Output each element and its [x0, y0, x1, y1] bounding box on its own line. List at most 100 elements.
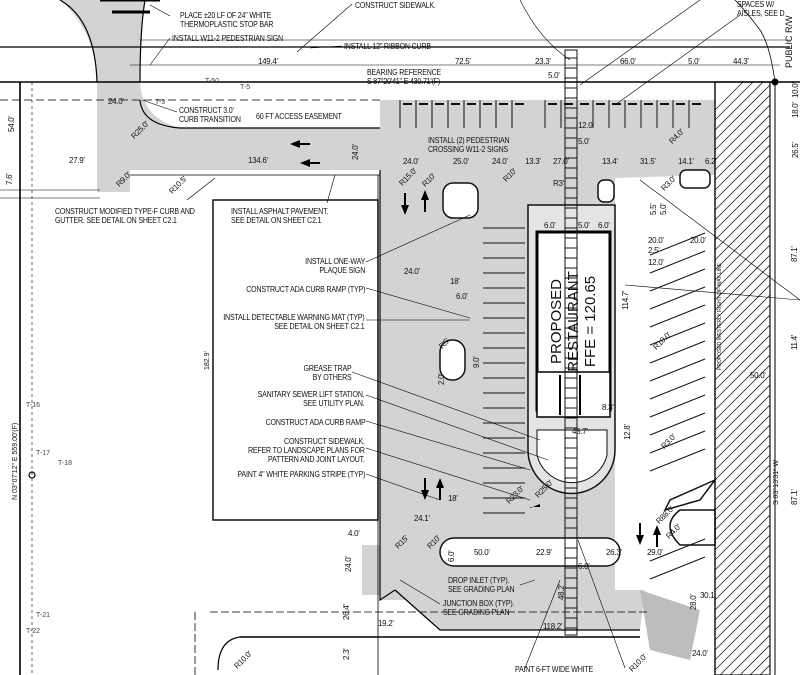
note-ada-spaces: SPACES W/AISLES, SEE D	[737, 0, 785, 18]
note-line: PAINT 6-FT WIDE WHITE	[515, 665, 594, 674]
note-line: CONSTRUCT SIDEWALK.	[284, 437, 365, 446]
note-line: CURB TRANSITION	[179, 115, 241, 124]
note-line: CROSSING W11-2 SIGNS	[428, 145, 509, 154]
dimension-label: 5.0'	[659, 203, 668, 215]
note-lift-station: SANITARY SEWER LIFT STATION.SEE UTILITY …	[258, 390, 365, 408]
dimension-label: 12.0'	[578, 121, 594, 130]
dimension-label: 28.0'	[689, 594, 698, 610]
note-line: THERMOPLASTIC STOP BAR	[180, 20, 274, 29]
note-line: INSTALL 12" RIBBON CURB	[344, 42, 431, 51]
dimension-label: 31.5'	[640, 157, 656, 166]
dimension-label: 10.0'	[791, 82, 800, 98]
dimension-label: 4.0'	[348, 529, 360, 538]
note-line: 60 FT ACCESS EASEMENT	[256, 112, 342, 121]
grid-marker: T-16	[26, 402, 41, 409]
note-ada-ramp-typ: CONSTRUCT ADA CURB RAMP (TYP)	[246, 285, 365, 294]
dimension-label: 9.0'	[472, 356, 481, 368]
note-line: INSTALL DETECTABLE WARNING MAT (TYP)	[223, 313, 365, 322]
note-sidewalk-landscape: CONSTRUCT SIDEWALK.REFER TO LANDSCAPE PL…	[248, 437, 365, 464]
dimension-label: 24.0'	[108, 97, 124, 106]
note-line: AISLES, SEE D	[737, 9, 785, 18]
note-line: S 87°20'41" E 430.71'(F)	[367, 77, 441, 86]
row-hatching	[714, 81, 771, 675]
note-drop-inlet: DROP INLET (TYP).SEE GRADING PLAN	[448, 576, 515, 594]
dimension-label: 24.0'	[692, 649, 708, 658]
dimension-label: 26.4'	[342, 604, 351, 620]
dimension-label: 22.9'	[536, 548, 552, 557]
dimension-label: 5.0'	[688, 57, 700, 66]
dimension-label: 8.3'	[602, 403, 614, 412]
note-line: SANITARY SEWER LIFT STATION.	[258, 390, 365, 399]
dimension-label: 44.3'	[733, 57, 749, 66]
dimension-label: 14.1'	[678, 157, 694, 166]
dimension-label: 12.8'	[623, 424, 632, 440]
note-curb-transition: CONSTRUCT 3.0'CURB TRANSITION	[179, 106, 241, 124]
dimension-label: 18.0'	[791, 102, 800, 118]
dimension-label: 27.9'	[69, 156, 85, 165]
dimension-label: 5.0'	[578, 221, 590, 230]
note-line: GUTTER. SEE DETAIL ON SHEET C2.1	[55, 216, 177, 225]
note-line: SEE UTILITY PLAN.	[303, 399, 366, 408]
dimension-label: 24.0'	[404, 267, 420, 276]
note-ada-ramp: CONSTRUCT ADA CURB RAMP	[265, 418, 365, 427]
dimension-label: 6.0'	[544, 221, 556, 230]
note-line: CONSTRUCT MODIFIED TYPE-F CURB AND	[55, 207, 195, 216]
traffic-arrows	[290, 140, 661, 547]
note-warning-mat: INSTALL DETECTABLE WARNING MAT (TYP)SEE …	[224, 313, 365, 331]
dimension-label: 87.1'	[790, 246, 799, 262]
grid-marker: T-5	[240, 84, 251, 91]
dimension-label: 118.2'	[543, 622, 563, 631]
note-line: INSTALL (2) PEDESTRIAN	[428, 136, 510, 145]
dimension-label: 24.1'	[414, 514, 430, 523]
note-line: DROP INLET (TYP).	[448, 576, 510, 585]
dimension-label: 134.6'	[248, 156, 268, 165]
note-paint-crosswalk: PAINT 6-FT WIDE WHITE	[515, 665, 593, 674]
note-parking-stripe: PAINT 4" WHITE PARKING STRIPE (TYP)	[237, 470, 365, 479]
dimension-label: 11.4'	[790, 334, 799, 350]
note-line: SPACES W/	[737, 0, 775, 9]
note-junction-box: JUNCTION BOX (TYP).SEE GRADING PLAN	[443, 599, 515, 617]
dimension-label: 45.7'	[572, 427, 588, 436]
dimension-label: 26.5'	[791, 142, 800, 158]
note-line: PAINT 4" WHITE PARKING STRIPE (TYP)	[237, 470, 365, 479]
dimension-label: 24.0'	[403, 157, 419, 166]
dimension-label: 54.0'	[7, 116, 16, 132]
dimension-label: 6.0'	[598, 221, 610, 230]
dimension-label: R3'	[553, 179, 564, 188]
note-line: CONSTRUCT SIDEWALK.	[355, 1, 436, 10]
dimension-label: 6.0'	[456, 292, 468, 301]
note-line: CONSTRUCT ADA CURB RAMP	[265, 418, 365, 427]
crosswalk	[564, 49, 578, 636]
dimension-label: 7.6'	[5, 173, 14, 185]
dimension-label: 72.5'	[455, 57, 471, 66]
dimension-label: 2.5'	[648, 246, 660, 255]
grid-marker: T-50	[205, 78, 220, 85]
dimension-label: 18'	[448, 494, 458, 503]
dimension-label: 2.0'	[437, 373, 446, 385]
note-line: PLAQUE SIGN	[319, 266, 365, 275]
dimension-label: 30.1'	[700, 591, 716, 600]
dimension-label: 50.0'	[750, 371, 766, 380]
dimension-label: 13.4'	[602, 157, 618, 166]
note-line: SEE GRADING PLAN	[443, 608, 510, 617]
building-ffe: FFE = 120.65	[582, 275, 599, 367]
note-line: PATTERN AND JOINT LAYOUT.	[268, 455, 365, 464]
note-line: BY OTHERS	[313, 373, 352, 382]
grid-marker: T-22	[26, 628, 41, 635]
dimension-label: 12.0'	[648, 258, 664, 267]
note-line: CONSTRUCT ADA CURB RAMP (TYP)	[245, 285, 365, 294]
dimension-label: 5.5'	[649, 203, 658, 215]
note-line: BEARING REFERENCE	[367, 68, 442, 77]
note-line: CONSTRUCT 3.0'	[179, 106, 234, 115]
dimension-label: 24.0'	[492, 157, 508, 166]
leader-lines	[141, 0, 800, 669]
row-line-label: PROPOSED WESTERLY RIGHT-OF-WAY LINE	[717, 263, 723, 370]
dimension-label: 24.0'	[351, 144, 360, 160]
note-line: INSTALL W11-2 PEDESTRIAN SIGN	[172, 34, 283, 43]
note-line: JUNCTION BOX (TYP).	[443, 599, 515, 608]
dimension-label: 114.7'	[621, 290, 630, 310]
dimension-label: 48.2'	[557, 584, 566, 600]
